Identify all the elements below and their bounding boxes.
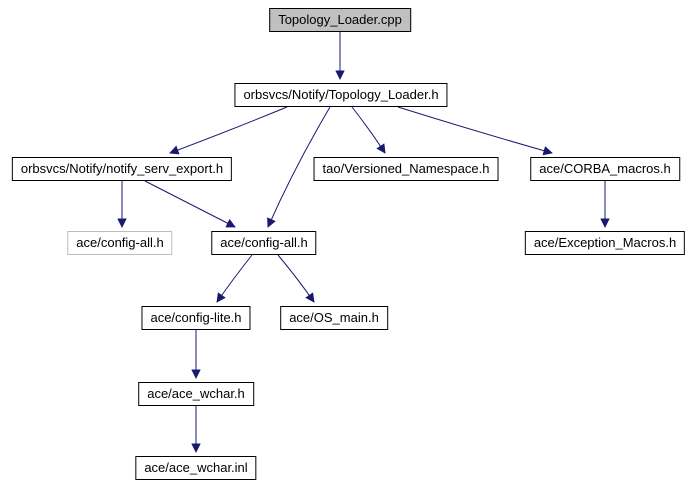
node-os-main-h[interactable]: ace/OS_main.h [280, 306, 388, 330]
node-notify-serv-export-h[interactable]: orbsvcs/Notify/notify_serv_export.h [11, 157, 233, 181]
node-versioned-namespace-h[interactable]: tao/Versioned_Namespace.h [313, 157, 499, 181]
node-ace-wchar-h[interactable]: ace/ace_wchar.h [138, 382, 254, 406]
node-ace-wchar-inl[interactable]: ace/ace_wchar.inl [135, 456, 257, 480]
node-config-all-h[interactable]: ace/config-all.h [211, 231, 317, 255]
node-topology-loader-h[interactable]: orbsvcs/Notify/Topology_Loader.h [234, 83, 448, 107]
node-topology-loader-cpp: Topology_Loader.cpp [269, 8, 411, 32]
node-corba-macros-h[interactable]: ace/CORBA_macros.h [530, 157, 680, 181]
node-config-lite-h[interactable]: ace/config-lite.h [141, 306, 251, 330]
node-exception-macros-h[interactable]: ace/Exception_Macros.h [524, 231, 686, 255]
node-config-all-h-undocumented: ace/config-all.h [67, 231, 173, 255]
